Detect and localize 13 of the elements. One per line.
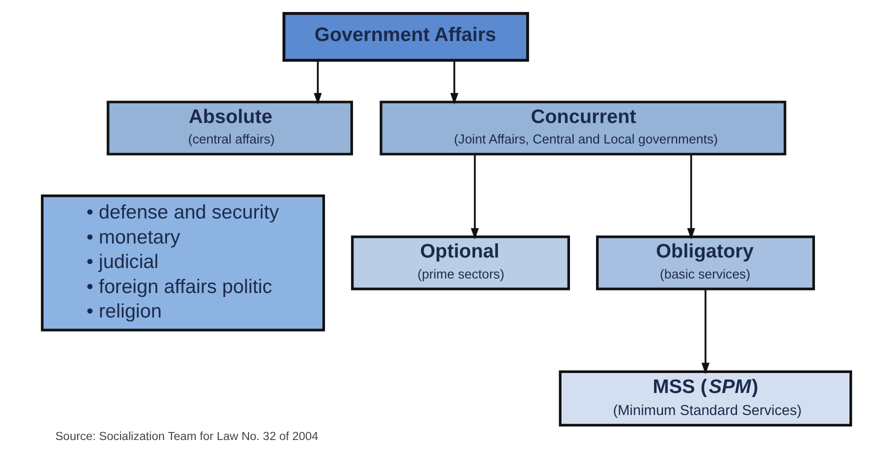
- arrow: [450, 60, 458, 104]
- node-box: • defense and security • monetary • judicial • foreign affairs politic • religion: [40, 194, 324, 332]
- node-box: MSS (SPM) (Minimum Standard Services): [558, 370, 852, 426]
- node-box: Concurrent (Joint Affairs, Central and Local governments): [379, 100, 786, 156]
- node-box: Absolute (central affairs): [106, 100, 352, 156]
- arrow: [313, 60, 322, 104]
- node-box: Obligatory (basic services): [596, 236, 814, 290]
- node-box: Optional (prime sectors): [350, 236, 570, 290]
- arrow: [700, 289, 710, 374]
- arrow: [470, 154, 478, 240]
- node-box: Government Affairs: [282, 12, 529, 62]
- caption: Source: Socialization Team for Law No. 32 of 2004: [54, 430, 318, 443]
- arrow: [686, 154, 695, 240]
